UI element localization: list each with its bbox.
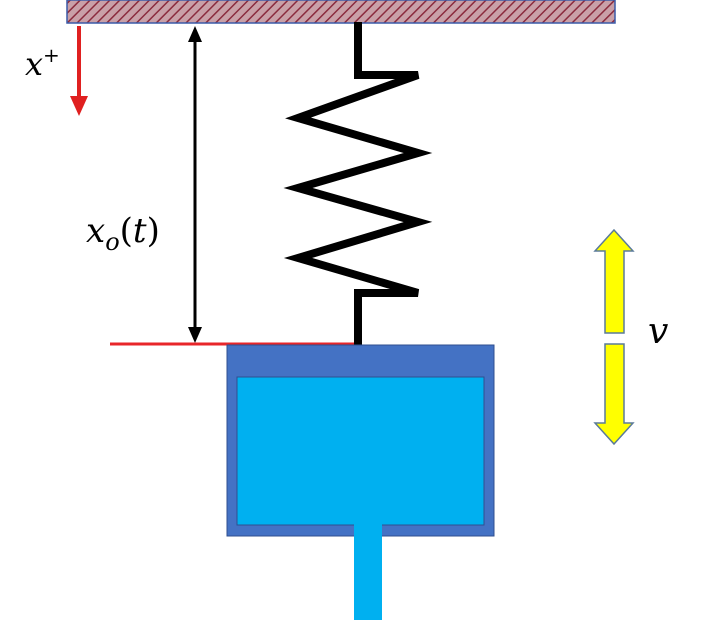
arrow-down-icon [593,343,635,446]
velocity-label: v [648,311,668,352]
x-direction-arrow [70,26,88,116]
displacement-label: xo(t) [86,211,160,256]
spring [283,22,433,345]
displacement-dimension-arrow [188,26,202,343]
mass-inner-panel [236,376,485,526]
piston-rod [354,520,382,620]
arrow-up-icon [593,228,635,334]
velocity-arrow [593,228,635,446]
x-positive-label: x+ [25,43,60,83]
ceiling-support [66,0,616,24]
